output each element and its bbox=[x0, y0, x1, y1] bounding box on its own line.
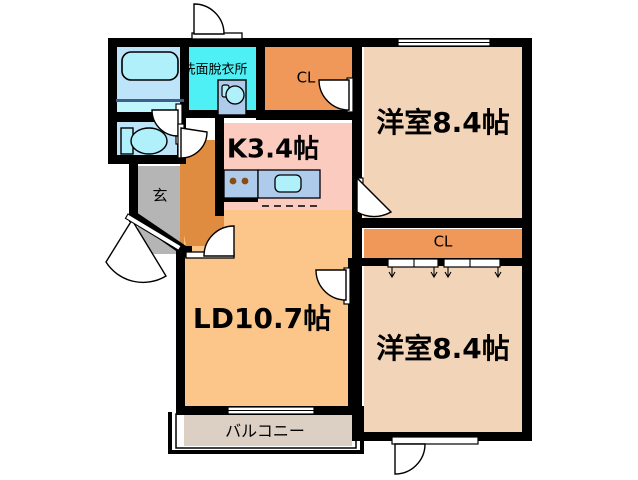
room-bedroom-bottom bbox=[364, 265, 522, 437]
door-entrance bbox=[105, 213, 190, 284]
room-bedroom-top bbox=[364, 46, 522, 224]
label-washroom: 洗面脫衣所 bbox=[182, 62, 247, 78]
room-balcony bbox=[184, 414, 352, 446]
label-closet-bottom: CL bbox=[434, 233, 453, 251]
windows bbox=[227, 38, 491, 415]
washbasin-icon bbox=[217, 79, 247, 116]
door-closet-top bbox=[318, 77, 354, 113]
door-hall-living bbox=[185, 225, 235, 259]
door-washroom-top bbox=[191, 3, 243, 40]
label-living: LD10.7帖 bbox=[193, 302, 331, 335]
door-bedroom-top bbox=[356, 176, 393, 218]
hall-angled-wall bbox=[180, 140, 224, 256]
bathtub-icon bbox=[121, 51, 179, 81]
door-toilet bbox=[177, 123, 208, 159]
window-bedroom-top bbox=[397, 38, 491, 47]
label-bedroom-top: 洋室8.4帖 bbox=[376, 106, 510, 139]
stove-icon bbox=[223, 169, 259, 199]
toilet-icon bbox=[120, 127, 168, 155]
window-living-balcony bbox=[227, 406, 315, 415]
doors bbox=[105, 3, 479, 475]
label-entrance: 玄 bbox=[152, 187, 167, 205]
label-closet-top: CL bbox=[297, 69, 316, 87]
door-bedroom-bottom bbox=[315, 267, 351, 305]
label-kitchen: K3.4帖 bbox=[227, 135, 319, 165]
door-bedroom-bottom-exterior bbox=[391, 436, 479, 475]
kitchen-sink-icon bbox=[257, 169, 321, 199]
label-balcony: バルコニー bbox=[225, 422, 305, 441]
closet-sliding-doors bbox=[387, 258, 502, 279]
label-bedroom-bottom: 洋室8.4帖 bbox=[376, 332, 510, 365]
